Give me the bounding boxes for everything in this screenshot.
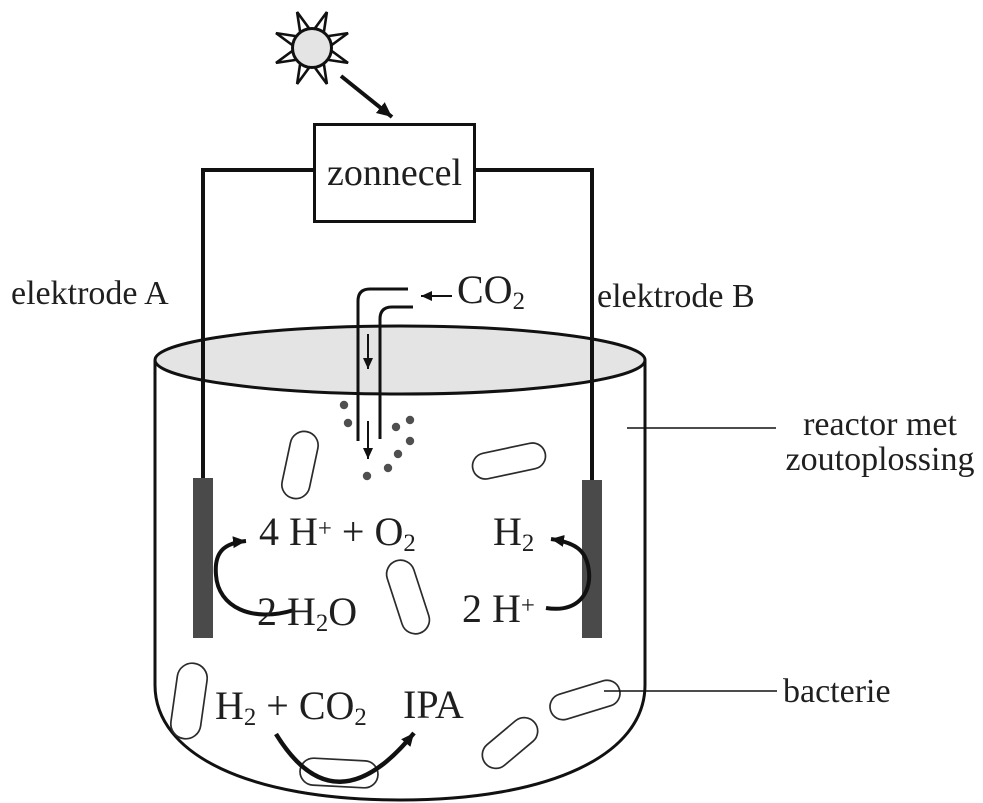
- bacteria-reactants-formula: H2 + CO2: [215, 683, 367, 731]
- bacteria-capsules: [169, 430, 621, 789]
- reactor-callout: reactor met zoutoplossing: [775, 407, 983, 477]
- bacteria-conversion-arrow: [274, 731, 416, 784]
- electrode-a: [193, 478, 213, 638]
- cathode-product-formula: H2: [493, 509, 535, 557]
- sun-icon: [275, 11, 349, 85]
- co2-tube-inner-wall: [378, 305, 413, 439]
- bacteria-capsule: [385, 559, 431, 635]
- bacteria-capsule: [549, 679, 621, 721]
- cathode-reactant-formula: 2 H+: [462, 586, 535, 631]
- bacteria-capsule: [481, 716, 539, 770]
- electrode-b-label: elektrode B: [597, 278, 755, 315]
- gas-bubbles: [339, 400, 415, 481]
- anode-products-formula: 4 H+ + O2: [259, 509, 416, 557]
- sunlight-arrow: [339, 74, 394, 119]
- reactor-callout-line1: reactor met: [803, 406, 957, 443]
- bacteria-capsule: [169, 662, 209, 740]
- reactor-lid: [153, 324, 647, 396]
- reactor-callout-line2: zoutoplossing: [785, 441, 975, 479]
- cathode-reaction-arrow: [545, 534, 592, 611]
- solar-cell-label: zonnecel: [326, 152, 463, 194]
- bacteria-callout-label: bacterie: [783, 673, 891, 710]
- co2-tube-outer-wall: [356, 287, 408, 441]
- wire-right: [468, 168, 594, 482]
- bacteria-capsule: [471, 442, 547, 480]
- ipa-product-label: IPA: [403, 682, 464, 727]
- electrode-a-label: elektrode A: [11, 275, 169, 312]
- anode-reactant-formula: 2 H2O: [257, 589, 358, 637]
- wire-left: [201, 168, 316, 480]
- electrode-b: [582, 480, 602, 638]
- solar-cell-box: zonnecel: [313, 123, 476, 223]
- bacteria-capsule: [280, 430, 320, 500]
- anode-reaction-arrow: [213, 536, 295, 617]
- co2-inlet-label: CO2: [457, 267, 525, 315]
